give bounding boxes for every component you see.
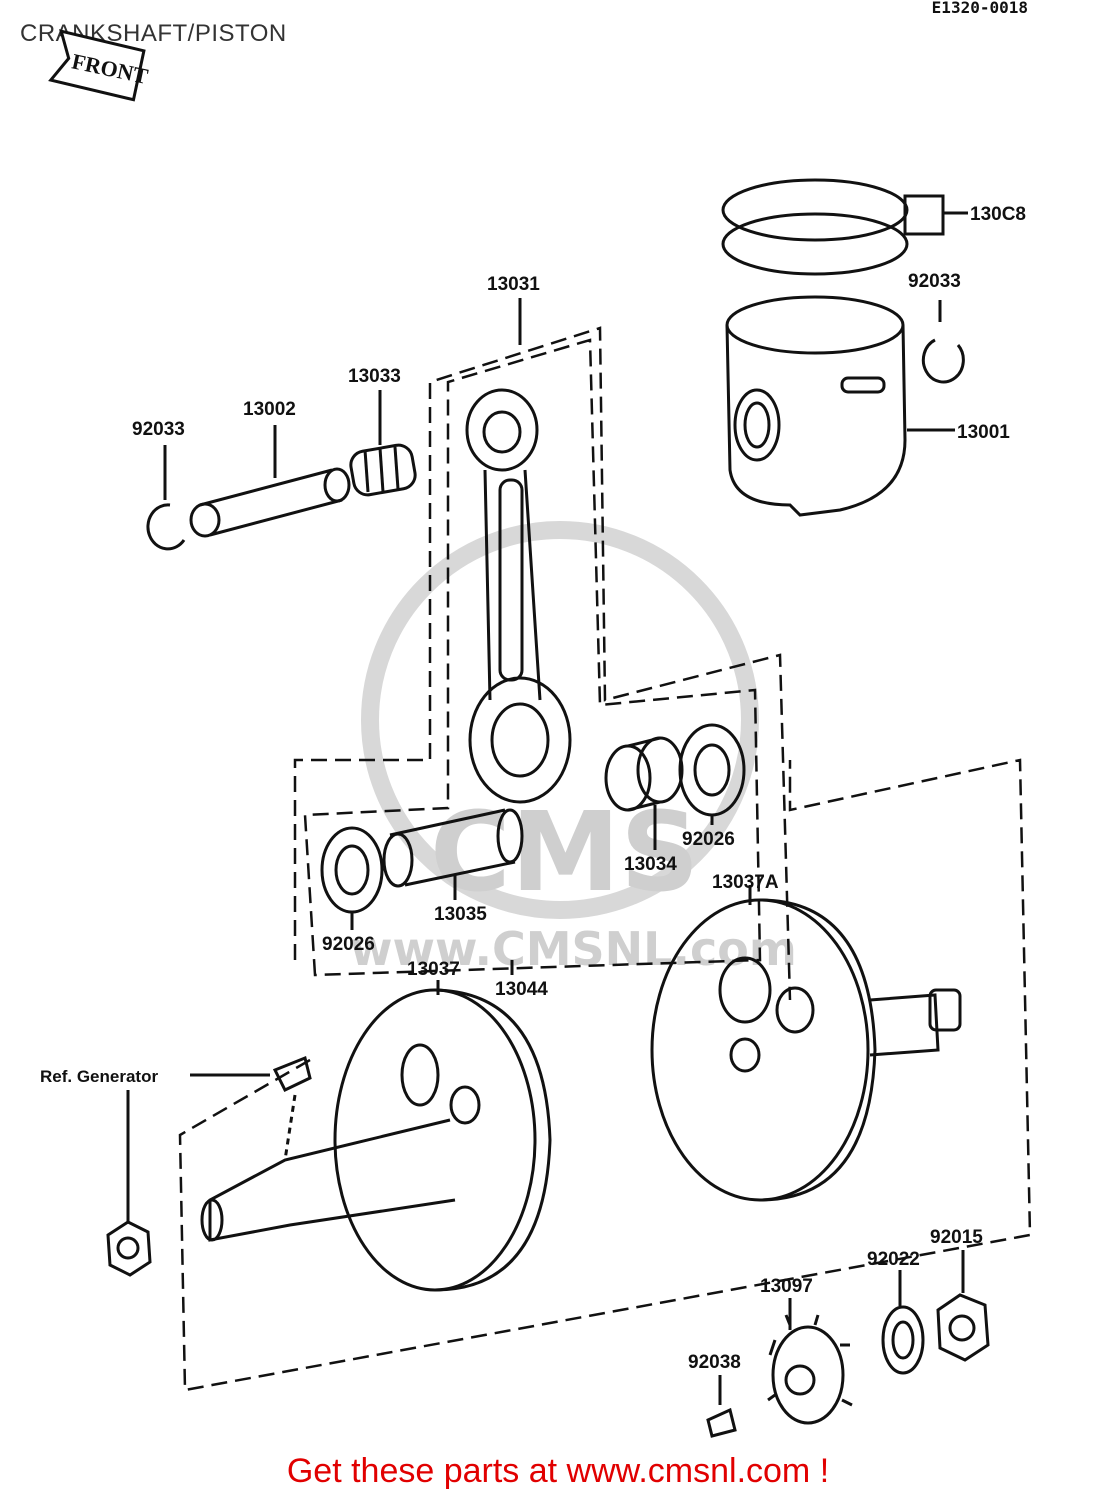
part-label-92038: 92038 — [688, 1352, 741, 1373]
small-end-bearing-icon — [349, 443, 417, 497]
piston-icon — [725, 295, 955, 517]
lock-washer-icon — [881, 1305, 925, 1375]
part-label-13034: 13034 — [624, 854, 677, 875]
part-label-13031: 13031 — [487, 274, 540, 295]
part-label-13001: 13001 — [957, 422, 1010, 443]
crank-flywheel-left-icon — [200, 988, 552, 1292]
big-end-bearing-icon — [604, 736, 684, 812]
piston-pin-icon — [189, 467, 351, 538]
watermark-logo: CMS — [430, 788, 699, 916]
crank-pin-icon — [382, 808, 524, 888]
connecting-rod-group-outline — [293, 326, 792, 1001]
part-label-13037a: 13037A — [712, 872, 779, 893]
circlip-left-icon — [146, 503, 186, 551]
part-label-13037: 13037 — [407, 959, 460, 980]
crank-pin-group-box — [303, 338, 762, 977]
part-label-92033-left: 92033 — [132, 419, 185, 440]
diagram-code: E1320-0018 — [931, 0, 1028, 17]
piston-rings-icon — [721, 178, 968, 276]
part-label-13044: 13044 — [495, 979, 548, 1000]
thrust-washer-left-icon — [320, 826, 384, 914]
sprocket-icon — [767, 1314, 853, 1425]
connecting-rod-icon — [465, 388, 572, 804]
part-label-13033: 13033 — [348, 366, 401, 387]
parts-diagram: CMS www.CMSNL.com FRONT — [40, 29, 1032, 1438]
front-arrow-icon: FRONT — [48, 29, 151, 102]
part-label-13097: 13097 — [760, 1276, 813, 1297]
footer-link[interactable]: Get these parts at www.cmsnl.com ! — [286, 1452, 830, 1490]
part-label-ref-generator: Ref. Generator — [40, 1067, 158, 1086]
generator-nut-icon — [106, 1220, 152, 1277]
watermark: CMS www.CMSNL.com — [350, 521, 797, 976]
key-92038-icon — [706, 1407, 737, 1438]
part-label-92015: 92015 — [930, 1227, 983, 1248]
part-label-92033-right: 92033 — [908, 271, 961, 292]
circlip-right-icon — [921, 338, 965, 384]
part-label-92026-right: 92026 — [682, 829, 735, 850]
part-label-92022: 92022 — [867, 1249, 920, 1270]
crankshaft-group-outline — [178, 758, 1032, 1392]
woodruff-key-icon — [272, 1055, 312, 1092]
crank-flywheel-right-icon — [650, 898, 962, 1202]
part-label-13002: 13002 — [243, 399, 296, 420]
part-label-130c8: 130C8 — [970, 204, 1026, 225]
part-label-92026-left: 92026 — [322, 934, 375, 955]
part-label-13035: 13035 — [434, 904, 487, 925]
part-labels: 130C8 92033 13001 13031 13033 13002 9203… — [40, 204, 1026, 1373]
nut-92015-icon — [936, 1293, 990, 1362]
